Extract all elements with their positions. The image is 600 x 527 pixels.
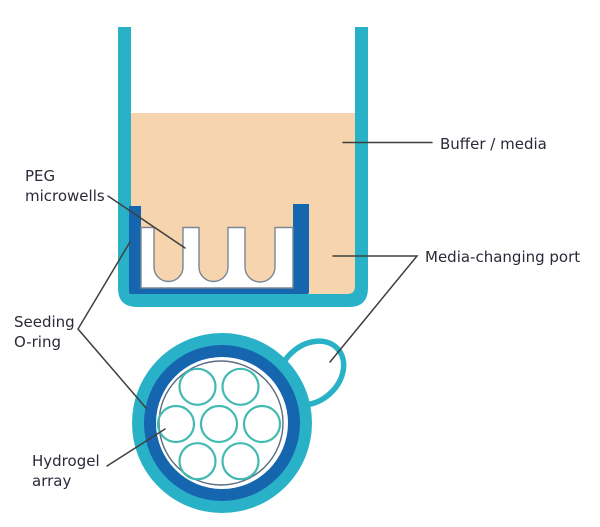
- hydrogel-circle: [178, 367, 217, 406]
- hydrogel-circle: [242, 404, 282, 444]
- hydrogel-array-pointer-line: [106, 428, 166, 467]
- hydrogel-array-label: Hydrogel array: [32, 451, 100, 491]
- hydrogel-array-label-line2: array: [32, 472, 72, 490]
- peg-microwells-label: PEG microwells: [25, 166, 105, 206]
- seeding-oring-label-line2: O-ring: [14, 333, 61, 351]
- peg-microwells-pointer-line: [107, 195, 186, 249]
- hydrogel-array-label-line1: Hydrogel: [32, 452, 100, 470]
- hydrogel-circle: [199, 404, 239, 444]
- hydrogel-circle: [221, 442, 260, 481]
- hydrogel-array-circles: [156, 367, 282, 481]
- media-changing-port-label: Media-changing port: [425, 247, 580, 267]
- well-side-view: [118, 27, 368, 307]
- buffer-media-label-text: Buffer / media: [440, 135, 547, 153]
- media-changing-port-label-text: Media-changing port: [425, 248, 581, 266]
- seeding-oring-pointer-lines: [77, 241, 147, 409]
- media-changing-port-pointer-line: [329, 255, 419, 363]
- seeding-oring-label: Seeding O-ring: [14, 312, 75, 352]
- hydrogel-circle: [156, 404, 196, 444]
- pointer-lines: [77, 141, 433, 467]
- buffer-media-label: Buffer / media: [440, 134, 547, 154]
- hydrogel-bottom-view: [132, 333, 347, 513]
- inner-outline-circle: [158, 360, 284, 486]
- seeding-oring-label-line1: Seeding: [14, 313, 75, 331]
- peg-microwells-label-line1: PEG: [25, 167, 56, 185]
- peg-microwells-label-line2: microwells: [25, 187, 105, 205]
- hydrogel-circle: [221, 367, 260, 406]
- hydrogel-circle: [178, 442, 217, 481]
- peg-microwell-comb: [140, 226, 294, 289]
